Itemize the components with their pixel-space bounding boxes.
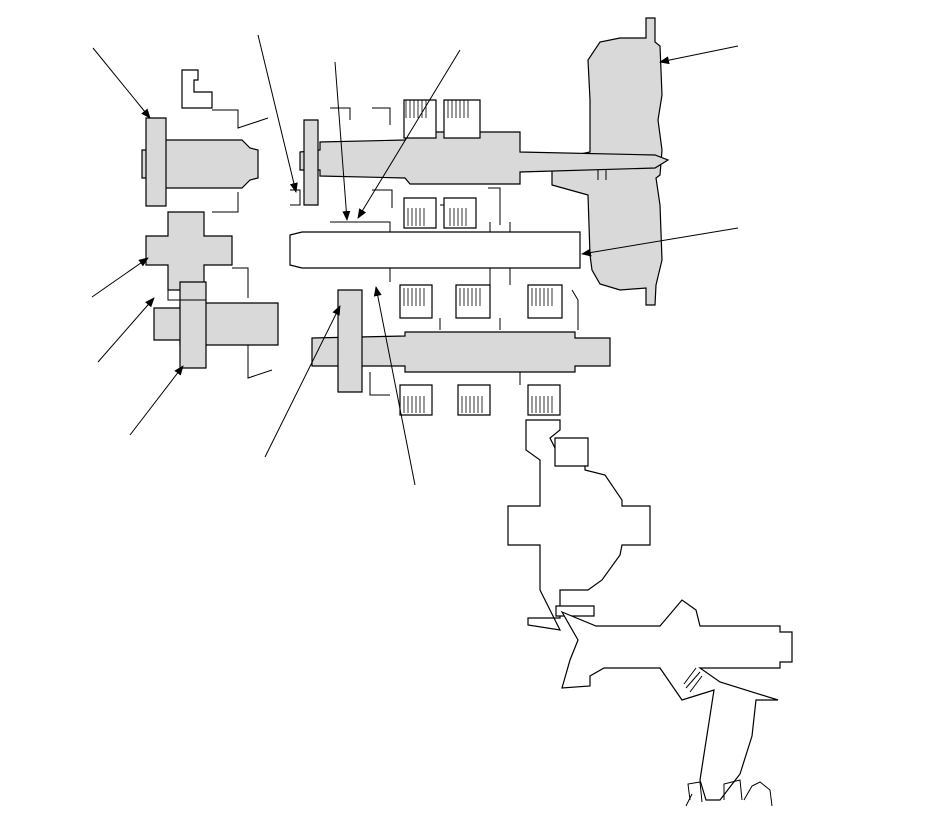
callout-leader-5 [659, 45, 739, 65]
callout-leader-3 [334, 61, 351, 221]
final-drive-assembly [507, 419, 793, 807]
callout-leader-11 [373, 286, 416, 486]
callout-leader-2 [257, 34, 298, 193]
callout-leader-4 [357, 49, 461, 219]
callout-leader-1 [92, 47, 151, 119]
callout-leader-8 [97, 297, 155, 363]
secondary-shaft-assembly [141, 69, 279, 379]
callout-leaders [91, 34, 739, 486]
callout-leader-9 [129, 365, 184, 436]
mainshaft-assembly [290, 99, 670, 229]
callout-leader-6 [581, 227, 739, 257]
callout-leader-7 [91, 257, 149, 298]
clutch-plates-lower [403, 288, 553, 413]
callout-leader-10 [264, 305, 341, 458]
input-shaft [289, 221, 581, 285]
countershaft-assembly [311, 284, 611, 416]
clutch-plates-upper [405, 100, 469, 226]
